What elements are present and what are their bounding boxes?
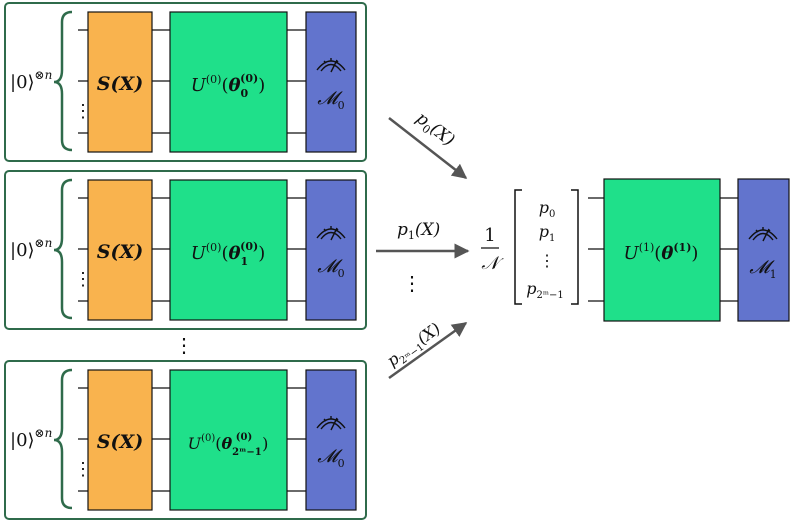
measurement-block [305,11,357,153]
circuit-row-2: |0⟩⊗n ⋮ S(X) U(0)(θ2ᵐ−1(0)) 𝓜0 [4,360,367,520]
vector-entry-last: p2ᵐ−1 [526,279,564,301]
unitary-block [169,11,288,153]
unitary-block [603,178,721,322]
arrow-ellipsis: ⋮ [402,271,422,295]
unitary-label: U(0)(θ2ᵐ−1(0)) [188,432,269,458]
meter-icon [316,226,346,241]
circuit-frame [4,170,367,330]
encoding-block [87,179,153,321]
final-unitary-label: U(1)(θ(1)) [624,241,699,264]
vector-entry-dots: ⋮ [539,251,555,270]
encoding-label: S(X) [97,431,143,453]
unitary-block [169,179,288,321]
measurement-label: 𝓜0 [317,446,344,470]
circuit-frame [4,2,367,162]
final-measurement-label: 𝓜1 [749,257,776,281]
measurement-block [305,179,357,321]
right-bracket [571,189,579,305]
meter-icon [316,416,346,431]
probability-arrows: p0(X) p1(X) ⋮ p2ᵐ−1(X) [376,108,470,380]
measurement-label: 𝓜0 [317,256,344,280]
circuit-frame [4,360,367,520]
arrow-row-last [388,321,468,380]
norm-denominator: 𝒩 [481,253,504,274]
encoding-label: S(X) [97,241,143,263]
register-ket: |0⟩⊗n [10,236,52,261]
circuit-row-1: |0⟩⊗n ⋮ S(X) U(0)(θ1(0)) 𝓜0 [4,170,367,330]
register-brace [53,178,73,320]
row-ellipsis: ⋮ [174,333,194,357]
register-brace [53,10,73,152]
final-circuit: U(1)(θ(1)) 𝓜1 [588,178,790,322]
arrow-row-0 [388,117,468,179]
vector-entry-0: p0 [539,198,556,220]
unitary-block [169,369,288,511]
encoding-block [87,369,153,511]
unitary-label: U(0)(θ0(0)) [191,72,266,100]
encoding-block [87,11,153,153]
measurement-label: 𝓜0 [317,88,344,112]
unitary-label: U(0)(θ1(0)) [191,240,266,268]
register-ket: |0⟩⊗n [10,426,52,451]
register-ket: |0⟩⊗n [10,68,52,93]
prob-label-0: p0(X) [411,108,459,152]
vector-entry-1: p1 [539,222,556,244]
left-bracket [514,189,522,305]
meter-icon [748,227,778,242]
register-brace [53,368,73,510]
normalized-vector: 1 𝒩 p0 p1 ⋮ p2ᵐ−1 [481,189,579,305]
meter-icon [316,58,346,73]
measurement-block [305,369,357,511]
norm-numerator: 1 [484,225,495,246]
circuit-row-0: |0⟩⊗n ⋮ S(X) U(0)(θ0(0)) 𝓜0 [4,2,367,162]
prob-label-last: p2ᵐ−1(X) [383,319,446,373]
prob-label-1: p1(X) [397,220,440,242]
measurement-block [737,178,790,322]
encoding-label: S(X) [97,73,143,95]
